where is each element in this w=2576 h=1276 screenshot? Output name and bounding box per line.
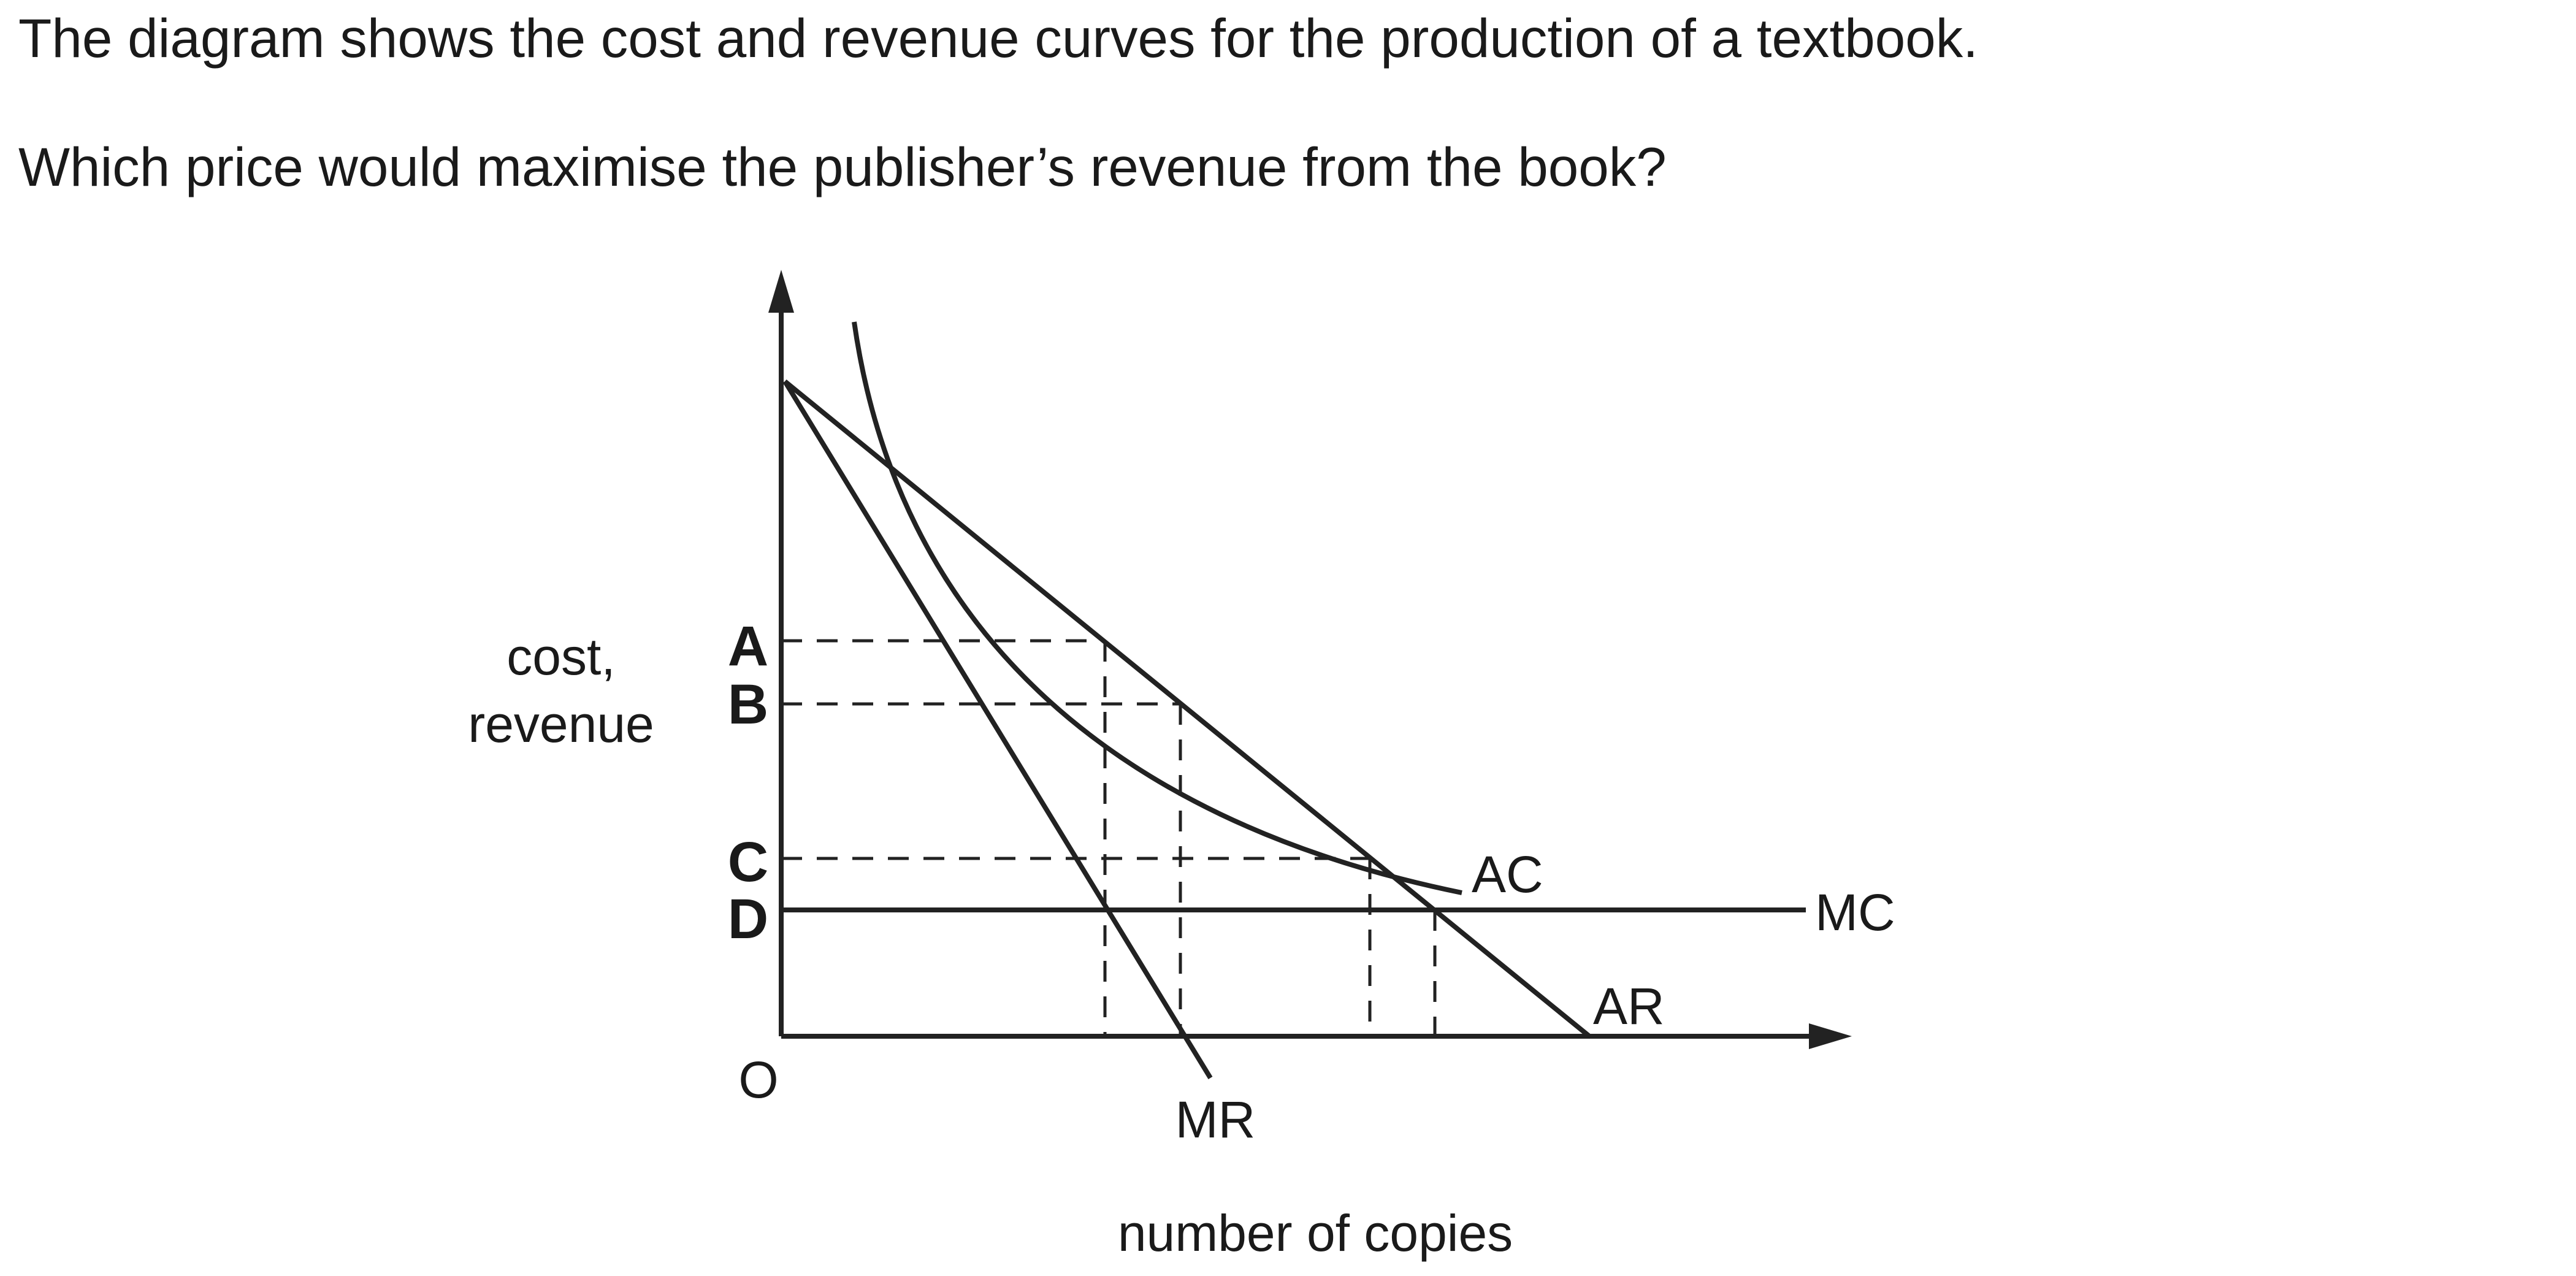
ac-curve	[852, 321, 1462, 895]
ac-label: AC	[1472, 846, 1543, 903]
mc-label: MC	[1815, 884, 1895, 941]
y-axis-arrowhead	[768, 270, 794, 313]
x-axis-arrowhead	[1809, 1023, 1852, 1049]
price-label-d: D	[728, 888, 768, 950]
price-label-a: A	[728, 615, 768, 678]
y-axis-label-line1: cost,	[506, 628, 615, 686]
origin-label: O	[738, 1051, 778, 1109]
ar-label: AR	[1593, 977, 1665, 1035]
price-label-b: B	[728, 673, 768, 736]
y-axis-label-line2: revenue	[468, 695, 654, 753]
mr-label: MR	[1175, 1091, 1256, 1148]
mr-line	[782, 380, 1213, 1080]
question-prompt: Which price would maximise the publisher…	[18, 136, 1667, 197]
price-label-c: C	[728, 831, 768, 893]
question-intro: The diagram shows the cost and revenue c…	[18, 7, 1978, 69]
x-axis-label: number of copies	[1118, 1204, 1513, 1262]
ar-line	[783, 379, 1591, 1039]
